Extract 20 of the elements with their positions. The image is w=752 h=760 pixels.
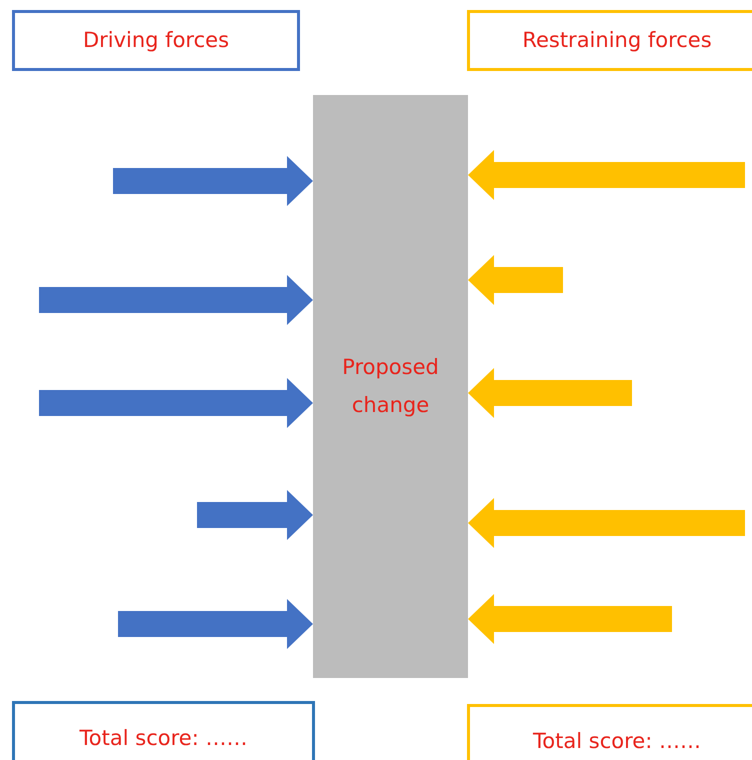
label-text: Total score: …… bbox=[80, 725, 248, 752]
heading-box bbox=[12, 10, 300, 71]
force-arrow bbox=[118, 599, 313, 649]
force-arrow bbox=[39, 275, 313, 325]
force-arrow bbox=[39, 378, 313, 428]
force-arrow bbox=[113, 156, 313, 206]
force-arrow bbox=[468, 594, 672, 644]
score-box bbox=[12, 701, 315, 760]
label-text: Driving forces bbox=[82, 26, 230, 54]
label-text: Restraining forces bbox=[522, 26, 712, 54]
force-arrow bbox=[468, 368, 632, 418]
heading-box bbox=[467, 10, 752, 71]
change-bar bbox=[313, 95, 468, 678]
force-arrow bbox=[197, 490, 313, 540]
label-text: Proposed change bbox=[341, 354, 440, 418]
label-text: Total score: …… bbox=[533, 728, 701, 755]
force-arrow bbox=[468, 255, 563, 305]
force-arrow bbox=[468, 150, 745, 200]
score-box bbox=[467, 704, 752, 760]
force-arrow bbox=[468, 498, 745, 548]
